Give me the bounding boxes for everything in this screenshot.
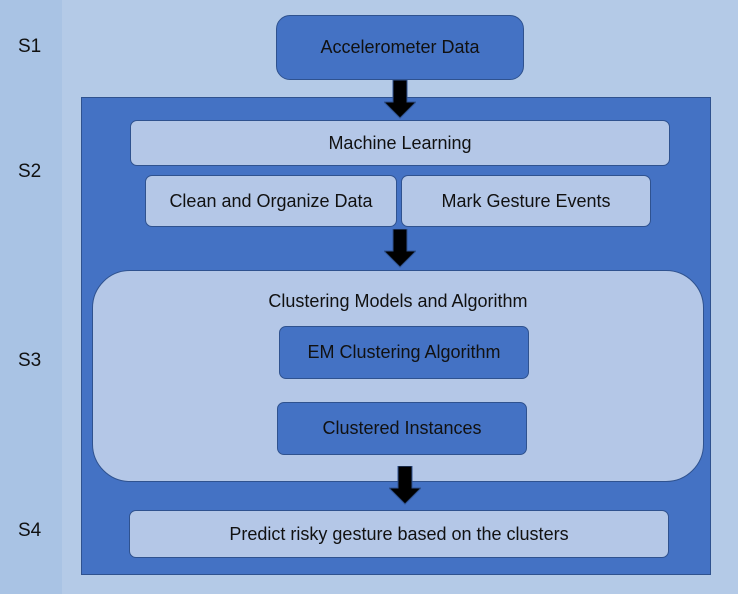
- arrow-s1-to-s2: [384, 80, 416, 119]
- arrow-s3-to-s4: [389, 466, 421, 505]
- arrow-s2-to-s3: [384, 229, 416, 268]
- em-clustering-algorithm-node: EM Clustering Algorithm: [279, 326, 529, 379]
- clustered-instances-node: Clustered Instances: [277, 402, 527, 455]
- clustering-models-title: Clustering Models and Algorithm: [268, 291, 528, 311]
- mark-gesture-events-node: Mark Gesture Events: [401, 175, 651, 227]
- accelerometer-data-node: Accelerometer Data: [276, 15, 524, 80]
- clean-organize-data-node: Clean and Organize Data: [145, 175, 397, 227]
- stage-label-column: [0, 0, 62, 594]
- stage-label-s3: S3: [18, 350, 42, 371]
- predict-risky-gesture-node: Predict risky gesture based on the clust…: [129, 510, 669, 558]
- stage-label-s4: S4: [18, 520, 42, 541]
- machine-learning-node: Machine Learning: [130, 120, 670, 166]
- stage-label-s2: S2: [18, 161, 42, 182]
- stage-label-s1: S1: [18, 36, 42, 57]
